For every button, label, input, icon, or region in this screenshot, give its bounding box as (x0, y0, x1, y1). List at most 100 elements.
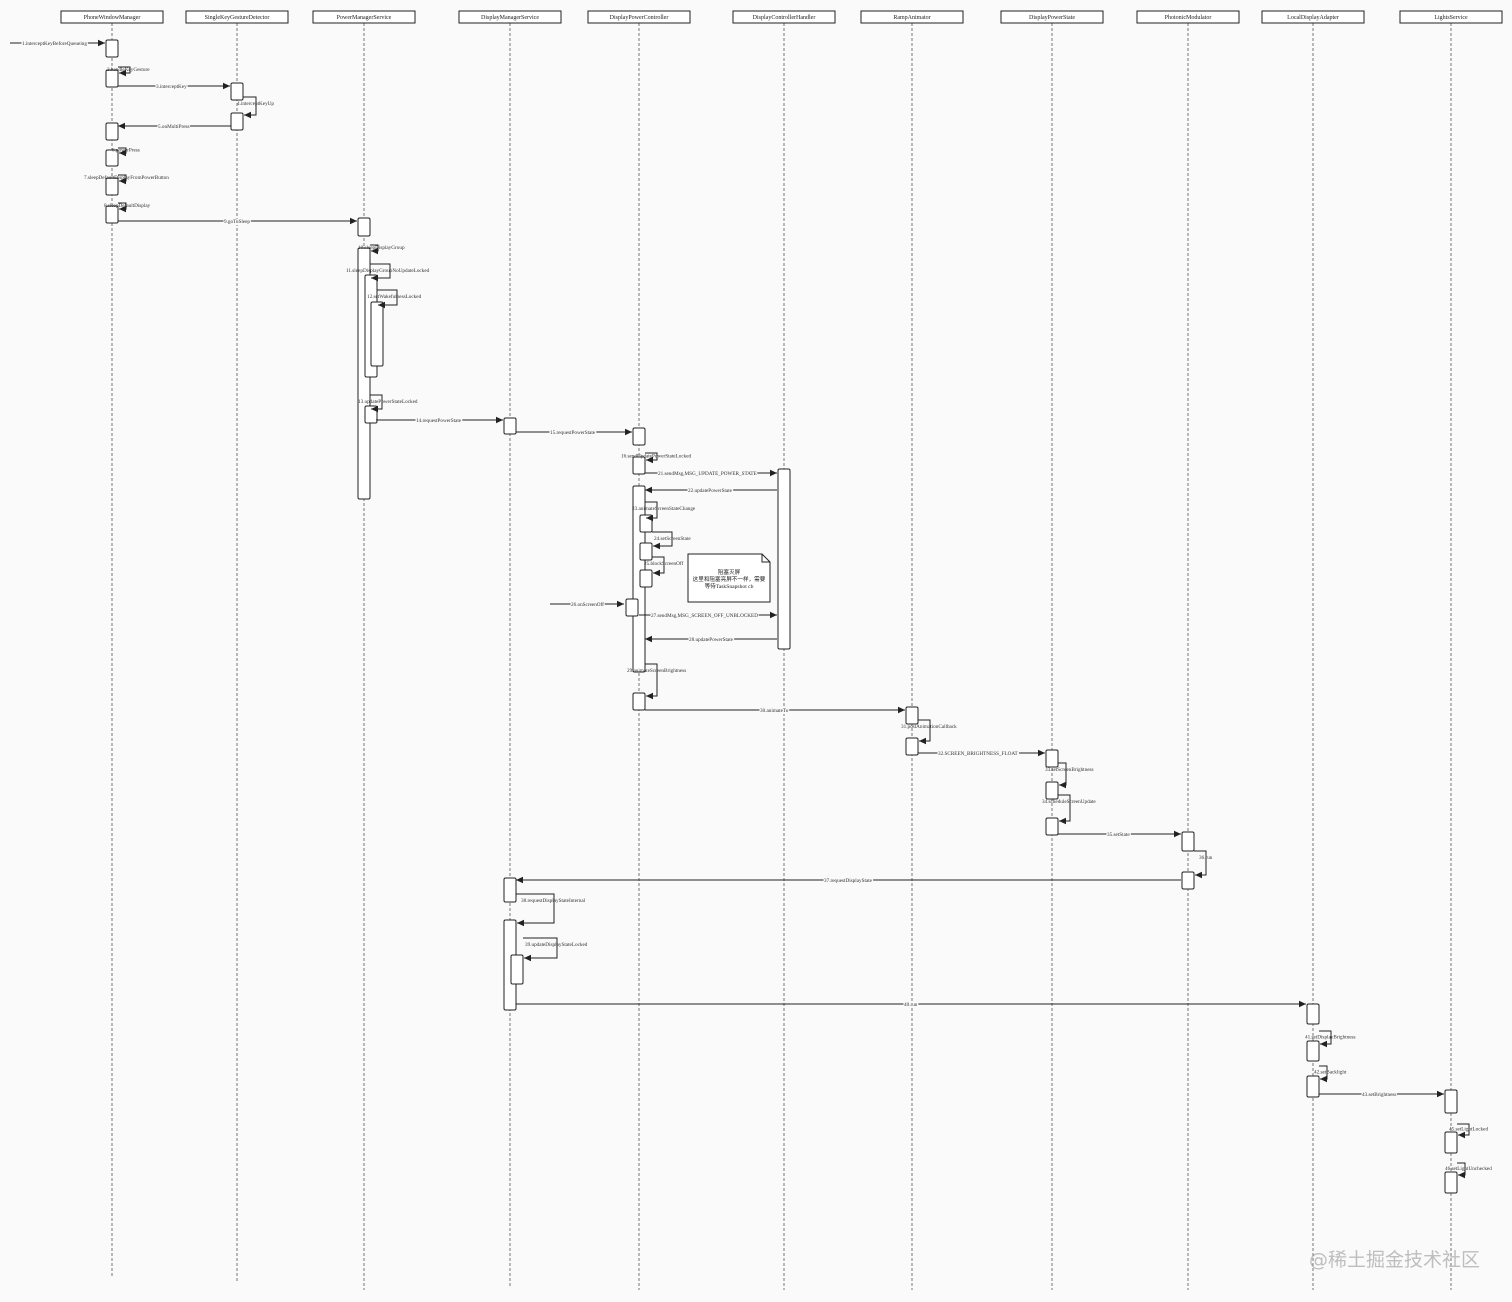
activation-dch (777, 468, 791, 650)
message-26: 30.animateTo (645, 706, 905, 714)
actor-pms: PowerManagerService (312, 10, 416, 24)
message-label: 31.postAnimationCallback (901, 724, 957, 730)
message-label: 39.updateDisplayStateLocked (525, 942, 588, 948)
message-label: 40.run (904, 1002, 918, 1008)
actor-box (587, 10, 691, 24)
message-arrow (243, 96, 257, 119)
message-arrow (118, 202, 127, 213)
message-label-bg (223, 219, 251, 225)
message-label: 45.setLightLocked (1449, 1127, 1488, 1133)
message-arrow (370, 394, 383, 413)
message-arrow (1194, 850, 1207, 879)
message-label: 26.onScreenOff (571, 601, 604, 608)
message-arrow (370, 244, 379, 255)
activation-dms (510, 954, 524, 985)
message-17: 21.sendMsg,MSG_UPDATE_POWER_STATE (645, 469, 777, 477)
activation-dms (503, 877, 517, 903)
message-25: 29.animateScreenBrightness (627, 663, 686, 700)
note-line-2: 这里和阻塞亮屏不一样，需要 (693, 575, 766, 583)
message-30: 34.scheduleScreenUpdate (1042, 794, 1096, 825)
activation-dps (1045, 817, 1059, 836)
message-6: 6.powerPress (112, 147, 140, 157)
message-arrow (1319, 1065, 1328, 1083)
message-label: 1.interceptKeyBeforeQueueing (22, 40, 87, 47)
activation-dps (1045, 781, 1059, 800)
message-11: 11.sleepDisplayGroupNoUpdateLocked (346, 263, 430, 282)
message-label: 37.requestDisplayState (824, 878, 873, 884)
actor-dpc: DisplayPowerController (587, 10, 691, 24)
actor-lda: LocalDisplayAdapter (1261, 10, 1365, 24)
message-label: 29.animateScreenBrightness (627, 668, 686, 674)
actor-dms: DisplayManagerService (458, 10, 562, 24)
message-label: 9.goToSleep (224, 219, 250, 225)
message-arrow (118, 174, 127, 185)
message-27: 31.postAnimationCallback (901, 719, 957, 745)
message-arrow (918, 719, 931, 745)
activation-pm (1181, 871, 1195, 890)
message-label: 22.updatePowerState (688, 488, 733, 494)
activation-pwm (105, 205, 119, 224)
message-39: 43.setBrightness (1319, 1090, 1444, 1098)
message-5: 5.onMultiPress (118, 122, 231, 130)
message-16: 16.sendUpdatePowerStateLocked (621, 452, 692, 464)
actor-label: RampAnimator (893, 15, 930, 21)
message-label: 16.sendUpdatePowerStateLocked (621, 454, 692, 460)
actor-dch: DisplayControllerHandler (732, 10, 836, 24)
message-label-bg (157, 124, 191, 130)
activation-pms (357, 217, 371, 237)
message-24: 28.updatePowerState (645, 635, 777, 643)
message-arrow (1058, 794, 1071, 825)
activation-pms (370, 301, 384, 367)
message-label-bg (687, 488, 734, 494)
message-label: 14.requestPowerState (416, 418, 462, 424)
activation-pwm (105, 177, 119, 196)
message-8: 8.sleepDefaultDisplay (104, 202, 151, 213)
message-label-bg (415, 418, 463, 424)
message-label-bg (903, 1002, 919, 1008)
actor-ls: LightsService (1399, 10, 1503, 24)
actor-label: SingleKeyGestureDetector (205, 15, 270, 21)
activation-ls (1444, 1171, 1458, 1194)
message-arrow (516, 893, 555, 927)
message-label-bg (1106, 832, 1131, 838)
message-label: 35.setState (1107, 832, 1130, 838)
note-line-1: 阻塞灭屏 (718, 568, 741, 576)
actor-box (312, 10, 416, 24)
actor-box (732, 10, 836, 24)
activation-lda (1306, 1075, 1320, 1098)
activation-ls (1444, 1089, 1458, 1114)
message-label-bg (549, 430, 597, 436)
activation-dps (1045, 749, 1059, 768)
activation-skgd (230, 82, 244, 101)
message-40: 45.setLightLocked (1449, 1123, 1488, 1139)
message-arrow (652, 556, 665, 577)
message-label: 24.setScreenState (654, 536, 691, 542)
message-label: 33.setScreenBrightness (1045, 767, 1094, 773)
actor-label: PhoneWindowManager (84, 15, 141, 21)
message-18: 22.updatePowerState (645, 486, 777, 494)
message-label: 30.animateTo (760, 708, 789, 714)
activation-dpc (639, 569, 653, 588)
message-label-bg (570, 601, 605, 608)
activation-pwm (105, 149, 119, 167)
message-label: 3.interceptKey (156, 84, 187, 90)
message-9: 9.goToSleep (118, 217, 357, 225)
actor-box (458, 10, 562, 24)
message-label: 10.sleepDisplayGroup (358, 245, 405, 251)
message-label: 8.sleepDefaultDisplay (104, 202, 151, 209)
message-19: 23.animateScreenStateChange (632, 501, 696, 522)
note: 阻塞灭屏 这里和阻塞亮屏不一样，需要 等待TaskSnapshot cb (687, 553, 771, 603)
message-label: 41.setDisplayBrightness (1305, 1035, 1356, 1041)
watermark: @稀土掘金技术社区 (1308, 1249, 1480, 1271)
message-label: 36.run (1199, 855, 1213, 861)
activation-dpc (632, 456, 646, 475)
actor-label: DisplayManagerService (481, 15, 539, 21)
message-3: 3.interceptKey (118, 82, 230, 90)
message-2: 2.handleKeyGesture (107, 66, 150, 77)
message-label-bg (937, 751, 1020, 757)
actor-box (185, 10, 289, 24)
message-label: 15.requestPowerState (550, 430, 596, 436)
message-label: 46.setLightUnchecked (1445, 1166, 1492, 1172)
message-label: 7.sleepDefaultDisplayFromPowerButton (84, 174, 169, 181)
activation-dpc (625, 598, 639, 617)
